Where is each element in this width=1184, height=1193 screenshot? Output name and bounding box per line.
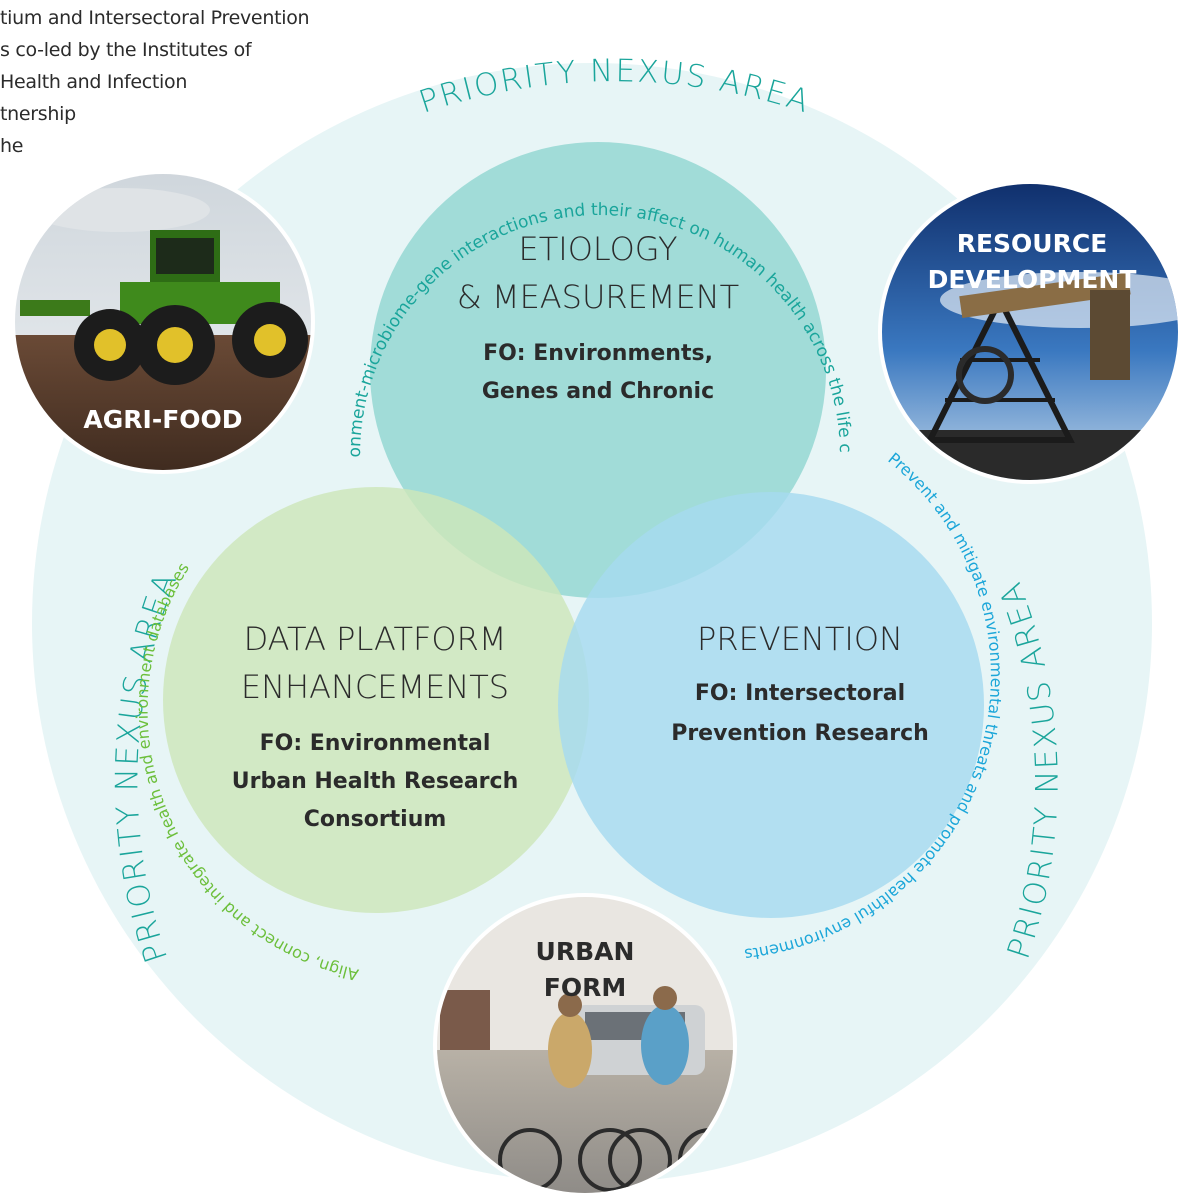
data-title-line-2: ENHANCEMENTS <box>241 668 509 706</box>
prevention-fo-line-1: FO: Intersectoral <box>695 681 905 706</box>
prevention-circle <box>558 492 984 918</box>
resource-development-photo: RESOURCE DEVELOPMENT <box>878 180 1182 484</box>
agri-food-label: AGRI-FOOD <box>83 405 242 434</box>
prevention-fo-line-2: Prevention Research <box>671 721 929 746</box>
data-title-line-1: DATA PLATFORM <box>244 620 507 658</box>
agri-food-photo: AGRI-FOOD <box>11 170 315 474</box>
intro-line: tnership <box>0 103 76 125</box>
data-platform-circle <box>163 487 589 913</box>
intro-text: tium and Intersectoral Prevention s co-l… <box>0 2 360 162</box>
urban-label-line-2: FORM <box>544 973 626 1002</box>
etiology-title-line-2: & MEASUREMENT <box>457 278 739 316</box>
intro-line: s co-led by the Institutes of <box>0 39 252 61</box>
resource-label-line-1: RESOURCE <box>957 229 1108 258</box>
data-fo-line-3: Consortium <box>304 807 447 832</box>
data-fo-line-2: Urban Health Research <box>232 769 518 794</box>
etiology-fo-line-2: Genes and Chronic <box>482 379 714 404</box>
urban-label-line-1: URBAN <box>536 937 635 966</box>
resource-label-line-2: DEVELOPMENT <box>928 265 1137 294</box>
etiology-title-line-1: ETIOLOGY <box>518 230 677 268</box>
prevention-title: PREVENTION <box>697 620 903 658</box>
data-fo-line-1: FO: Environmental <box>260 731 491 756</box>
urban-form-photo: URBAN FORM <box>433 893 737 1193</box>
intro-line: tium and Intersectoral Prevention <box>0 7 310 29</box>
intro-line: Health and Infection <box>0 71 188 93</box>
etiology-fo-line-1: FO: Environments, <box>483 341 713 366</box>
etiology-circle <box>370 142 826 598</box>
intro-line: he <box>0 135 24 157</box>
